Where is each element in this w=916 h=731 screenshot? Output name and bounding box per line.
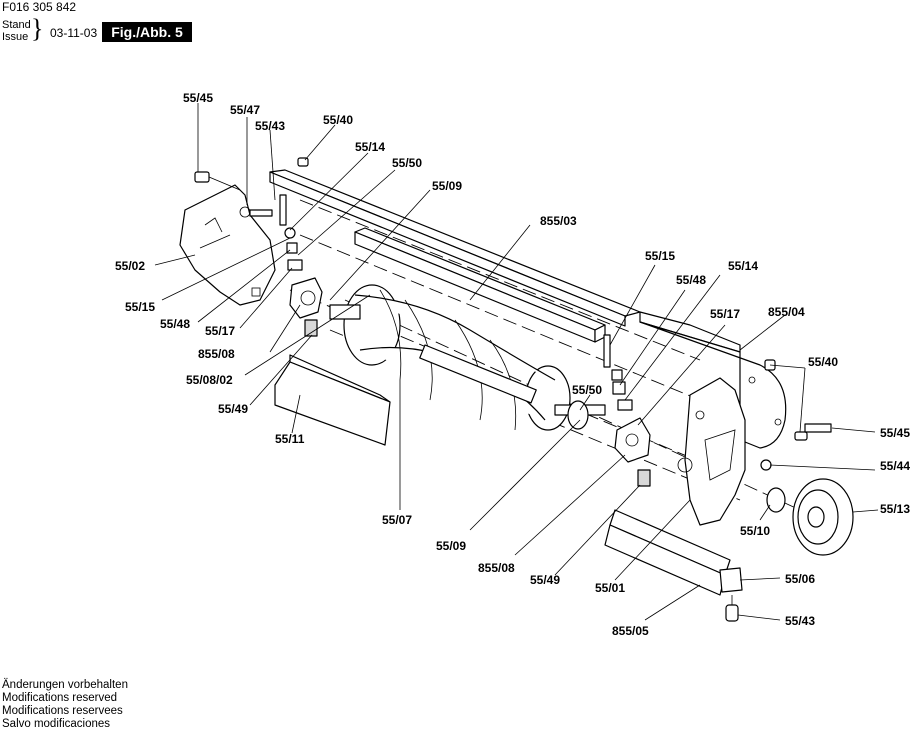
label-55-40-top: 55/40 (323, 113, 353, 127)
label-55-47: 55/47 (230, 103, 260, 117)
label-55-45-top: 55/45 (183, 91, 213, 105)
right-side-plate-55-01 (677, 377, 746, 526)
footer-line-fr: Modifications reservees (2, 705, 123, 717)
label-55-01: 55/01 (595, 581, 625, 595)
label-55-06: 55/06 (785, 572, 815, 586)
left-screws (194, 157, 309, 271)
label-55-13: 55/13 (880, 502, 910, 516)
wheel-55-13 (766, 478, 854, 556)
label-55-44: 55/44 (880, 459, 910, 473)
label-55-43-top: 55/43 (255, 119, 285, 133)
footer-line-en: Modifications reserved (2, 692, 118, 704)
cutting-reel-55-07 (329, 284, 606, 431)
label-55-49-left: 55/49 (218, 402, 248, 416)
brace-glyph: } (31, 14, 44, 43)
label-855-08-left: 855/08 (198, 347, 235, 361)
right-blade-855-05 (604, 509, 743, 596)
label-55-43-bottom: 55/43 (785, 614, 815, 628)
label-55-48-right: 55/48 (676, 273, 706, 287)
label-55-17-right: 55/17 (710, 307, 740, 321)
label-55-50-top: 55/50 (392, 156, 422, 170)
label-855-05: 855/05 (612, 624, 649, 638)
right-side-cover-855-04 (639, 321, 787, 449)
figure-badge: Fig./Abb. 5 (102, 22, 192, 42)
issue-date: 03-11-03 (50, 26, 98, 40)
stand-label: Stand (2, 19, 31, 31)
label-55-45-right: 55/45 (880, 426, 910, 440)
part-labels: 55/45 55/47 55/43 55/40 55/14 55/50 55/0… (115, 91, 910, 638)
label-55-14-right: 55/14 (728, 259, 758, 273)
footer-line-es: Salvo modificaciones (2, 718, 111, 730)
label-55-02: 55/02 (115, 259, 145, 273)
label-55-15-left: 55/15 (125, 300, 155, 314)
label-55-09-bottom: 55/09 (436, 539, 466, 553)
left-side-plate-55-02 (179, 184, 276, 306)
label-55-48-left: 55/48 (160, 317, 190, 331)
right-bearing-855-08 (603, 334, 651, 487)
label-855-03: 855/03 (540, 214, 577, 228)
leader-lines (154, 103, 879, 621)
document-number: F016 305 842 (2, 0, 77, 14)
label-55-49-bottom: 55/49 (530, 573, 560, 587)
issue-label: Issue (2, 31, 29, 43)
frame-tube-855-03 (354, 227, 606, 343)
label-55-50-mid: 55/50 (572, 383, 602, 397)
label-55-15-right: 55/15 (645, 249, 675, 263)
label-855-04: 855/04 (768, 305, 805, 319)
footer-notes: Änderungen vorbehalten Modifications res… (2, 679, 128, 731)
top-frame-bar (269, 169, 741, 353)
stand-issue-label: Stand Issue (2, 19, 31, 43)
label-55-11: 55/11 (275, 432, 305, 446)
label-55-09-top: 55/09 (432, 179, 462, 193)
label-855-08-bottom: 855/08 (478, 561, 515, 575)
label-55-08-02: 55/08/02 (186, 373, 233, 387)
label-55-10: 55/10 (740, 524, 770, 538)
right-screws (725, 359, 832, 622)
label-55-40-right: 55/40 (808, 355, 838, 369)
left-bearing-855-08 (289, 277, 323, 337)
label-55-07: 55/07 (382, 513, 412, 527)
label-55-14-top: 55/14 (355, 140, 385, 154)
label-55-17-left: 55/17 (205, 324, 235, 338)
footer-line-de: Änderungen vorbehalten (2, 679, 128, 691)
